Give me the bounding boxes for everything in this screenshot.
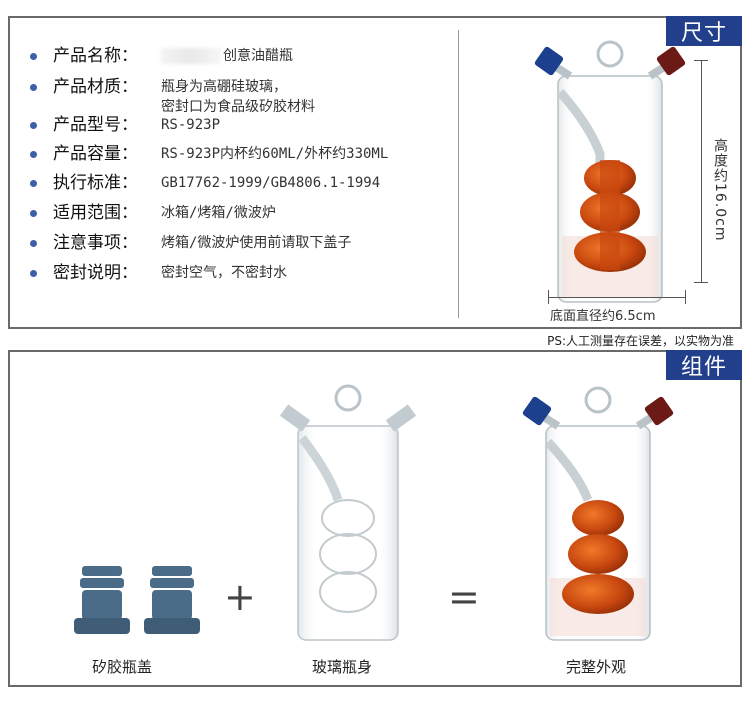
- spec-label: 注意事项：: [53, 233, 138, 253]
- spec-row-usage: 适用范围： 冰箱/烤箱/微波炉: [30, 201, 388, 226]
- bullet-icon: [30, 84, 37, 91]
- spec-value-text: 创意油醋瓶: [223, 48, 293, 64]
- bullet-icon: [30, 240, 37, 247]
- spec-value: 密封空气，不密封水: [161, 265, 287, 281]
- bullet-icon: [30, 270, 37, 277]
- spec-value: 瓶身为高硼硅玻璃， 密封口为食品级矽胶材料: [161, 79, 315, 115]
- spec-label: 产品型号：: [53, 115, 138, 135]
- spec-value: GB17762-1999/GB4806.1-1994: [161, 175, 381, 191]
- height-dimension-line: [701, 60, 702, 282]
- caps-caption: 矽胶瓶盖: [92, 658, 153, 676]
- blurred-text-mask: [161, 48, 221, 64]
- bullet-icon: [30, 122, 37, 129]
- spec-label: 产品材质：: [53, 77, 138, 97]
- components-section-tag: 组件: [666, 350, 742, 380]
- complete-bottle-image: [522, 386, 674, 641]
- spec-row-notice: 注意事项： 烤箱/微波炉使用前请取下盖子: [30, 231, 388, 256]
- bullet-icon: [30, 151, 37, 158]
- body-caption: 玻璃瓶身: [312, 658, 373, 676]
- spec-row-material: 产品材质： 瓶身为高硼硅玻璃， 密封口为食品级矽胶材料: [30, 75, 388, 117]
- spec-label: 密封说明：: [53, 263, 138, 283]
- spec-value: 创意油醋瓶: [161, 44, 293, 69]
- components-panel: 组件 矽胶瓶盖 +: [8, 350, 742, 687]
- complete-caption: 完整外观: [566, 658, 627, 676]
- bullet-icon: [30, 210, 37, 217]
- dimension-cap: [694, 282, 708, 283]
- dimension-cap: [685, 290, 686, 304]
- base-diameter-label: 底面直径约6.5cm: [550, 309, 656, 324]
- bottle-filled-image: [534, 40, 686, 303]
- plus-sign: +: [224, 575, 256, 619]
- equals-sign: =: [448, 575, 480, 619]
- ps-note: PS:人工测量存在误差，以实物为准: [547, 334, 734, 348]
- size-section-tag: 尺寸: [666, 16, 742, 46]
- height-label: 高度约16.0cm: [712, 138, 728, 242]
- spec-list: 产品名称： 创意油醋瓶 产品材质： 瓶身为高硼硅玻璃， 密封口为食品级矽胶材料 …: [30, 44, 388, 286]
- glass-body-image: [279, 384, 417, 641]
- spec-label: 产品名称：: [53, 46, 138, 66]
- base-dimension-line: [548, 297, 685, 298]
- spec-value: RS-923P: [161, 117, 221, 133]
- spec-label: 适用范围：: [53, 203, 138, 223]
- silicone-caps-image: [74, 566, 200, 634]
- spec-label: 执行标准：: [53, 173, 138, 193]
- specs-panel: 尺寸 产品名称： 创意油醋瓶 产品材质： 瓶身为高硼硅玻璃， 密封口为食品级矽胶…: [8, 16, 742, 329]
- spec-value: RS-923P内杯约60ML/外杯约330ML: [161, 146, 389, 162]
- spec-row-name: 产品名称： 创意油醋瓶: [30, 44, 388, 69]
- spec-row-standard: 执行标准： GB17762-1999/GB4806.1-1994: [30, 171, 388, 196]
- spec-row-seal: 密封说明： 密封空气，不密封水: [30, 261, 388, 286]
- spec-value: 烤箱/微波炉使用前请取下盖子: [161, 235, 352, 251]
- spec-row-model: 产品型号： RS-923P: [30, 113, 388, 138]
- bullet-icon: [30, 53, 37, 60]
- spec-label: 产品容量：: [53, 144, 138, 164]
- panel-divider: [458, 30, 459, 318]
- spec-row-capacity: 产品容量： RS-923P内杯约60ML/外杯约330ML: [30, 142, 388, 167]
- spec-value: 冰箱/烤箱/微波炉: [161, 205, 276, 221]
- bullet-icon: [30, 180, 37, 187]
